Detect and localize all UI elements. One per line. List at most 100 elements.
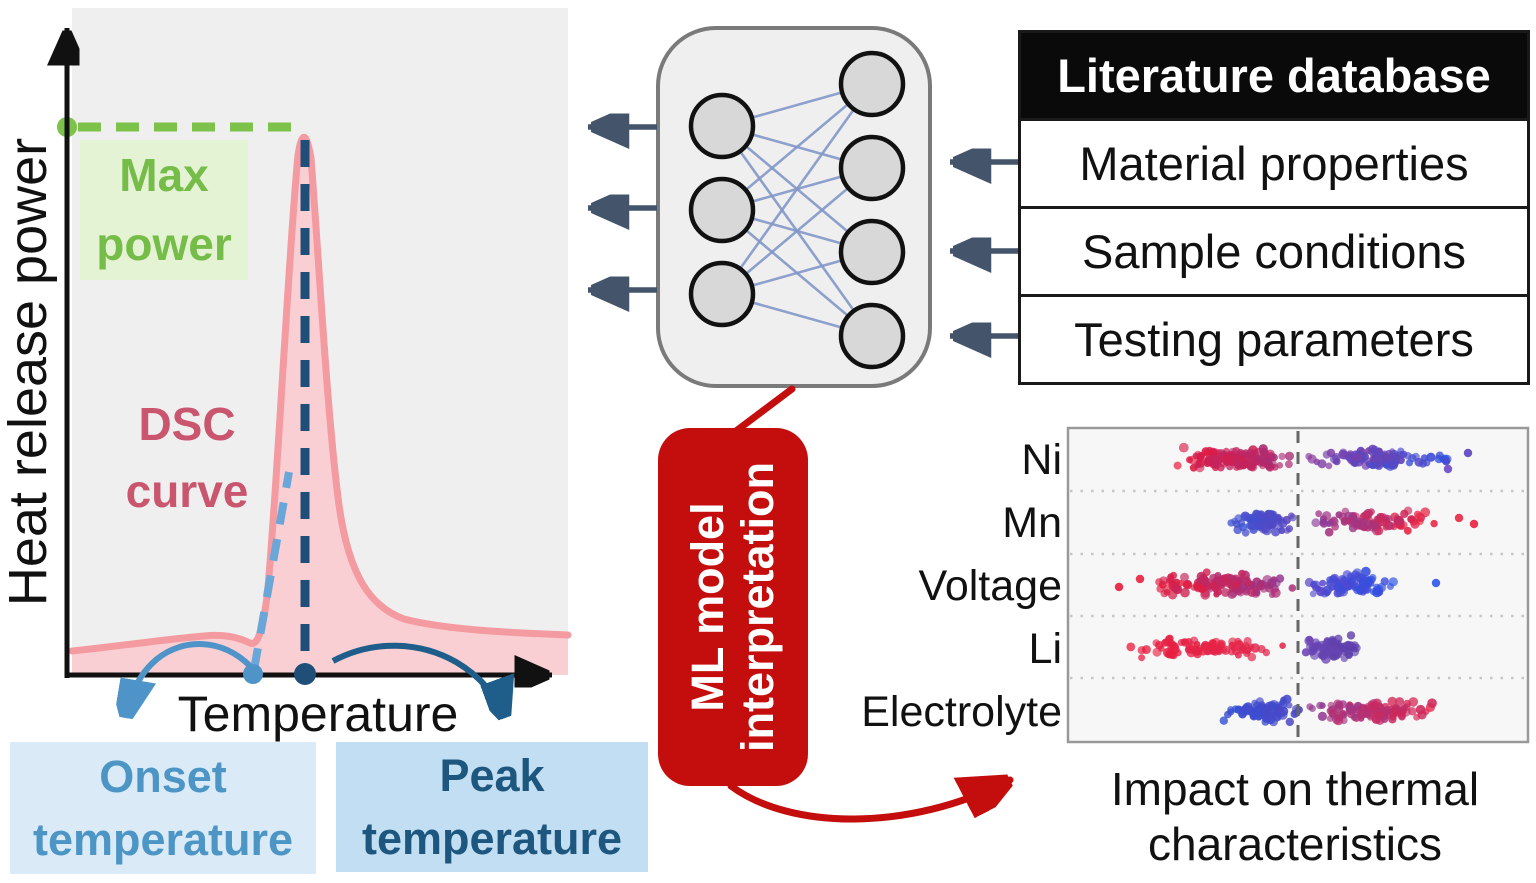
scatter-point xyxy=(1249,525,1258,534)
scatter-point xyxy=(1209,647,1218,656)
scatter-point xyxy=(1391,452,1401,462)
scatter-point xyxy=(1310,650,1320,660)
scatter-point xyxy=(1163,588,1171,596)
scatter-point xyxy=(1342,581,1350,589)
scatter-point xyxy=(1344,640,1352,648)
scatter-point xyxy=(1359,704,1367,713)
scatter-point xyxy=(1159,576,1168,585)
scatter-point xyxy=(1247,652,1257,662)
scatter-point xyxy=(1249,516,1258,524)
scatter-point xyxy=(1310,580,1318,589)
database-row-sample-conditions: Sample conditions xyxy=(1021,206,1527,294)
scatter-point xyxy=(1329,653,1337,660)
nn-node xyxy=(838,302,906,370)
scatter-point xyxy=(1233,520,1241,528)
scatter-point xyxy=(1276,706,1284,715)
scatter-point xyxy=(1243,702,1253,712)
scatter-point xyxy=(1319,579,1327,587)
scatter-point xyxy=(1173,461,1182,470)
scatter-point xyxy=(1301,648,1310,657)
scatter-point xyxy=(1347,580,1357,589)
scatter-point xyxy=(1285,717,1295,727)
ml-interpretation-box xyxy=(658,428,808,786)
scatter-point xyxy=(1357,520,1368,531)
scatter-point xyxy=(1427,698,1437,708)
scatter-point xyxy=(1217,449,1226,457)
scatter-point xyxy=(1380,715,1389,723)
scatter-point xyxy=(1341,507,1350,515)
scatter-point xyxy=(1317,711,1327,722)
scatter-point xyxy=(1397,710,1406,720)
scatter-point xyxy=(1276,462,1284,469)
scatter-point xyxy=(1469,519,1479,529)
scatter-point xyxy=(1327,701,1335,709)
scatter-point xyxy=(1388,577,1398,587)
scatter-point xyxy=(1374,461,1384,471)
scatter-point xyxy=(1238,709,1247,719)
scatter-point xyxy=(1231,580,1240,589)
scatter-point xyxy=(1369,462,1377,470)
scatter-point xyxy=(1266,582,1274,590)
ml-label-line1: ML model xyxy=(681,502,733,712)
scatter-point xyxy=(1232,447,1241,456)
scatter-point xyxy=(1306,642,1315,651)
mlbox-to-chart-arrow xyxy=(727,780,1010,823)
dsc-curve-fill xyxy=(72,137,568,676)
scatter-point xyxy=(1375,453,1383,462)
scatter-point xyxy=(1262,648,1271,657)
dsc-curve-stroke xyxy=(68,133,572,655)
scatter-point xyxy=(1208,639,1217,648)
scatter-point xyxy=(1197,452,1205,460)
scatter-point xyxy=(1346,516,1355,525)
scatter-point xyxy=(1316,586,1326,597)
scatter-point xyxy=(1285,451,1294,461)
onset-curved-arrow xyxy=(126,641,253,718)
scatter-point xyxy=(1167,641,1175,650)
feature-label-li: Li xyxy=(1028,625,1062,673)
scatter-point xyxy=(1305,452,1313,460)
scatter-point xyxy=(1338,449,1348,460)
scatter-point xyxy=(1190,636,1199,645)
scatter-point xyxy=(1380,577,1390,586)
scatter-point xyxy=(1227,647,1236,656)
scatter-point xyxy=(1403,526,1412,535)
scatter-point xyxy=(1442,457,1451,466)
scatter-point xyxy=(1288,584,1297,592)
scatter-point xyxy=(1415,512,1425,522)
scatter-point xyxy=(1463,448,1473,458)
scatter-point xyxy=(1325,462,1333,470)
scatter-point xyxy=(1233,525,1242,535)
scatter-point xyxy=(1221,646,1228,654)
scatter-point xyxy=(1389,713,1397,721)
scatter-point xyxy=(1266,514,1276,524)
onset-point xyxy=(243,664,263,684)
peak-point xyxy=(294,663,316,685)
database-title: Literature database xyxy=(1021,33,1527,118)
peak-line2: temperature xyxy=(361,813,623,864)
scatter-point xyxy=(1357,715,1365,722)
scatter-point xyxy=(1352,452,1362,462)
max-power-line1: Max xyxy=(119,149,209,201)
scatter-point xyxy=(1329,454,1340,464)
scatter-point xyxy=(1260,453,1270,463)
scatter-point xyxy=(1333,699,1343,709)
scatter-point xyxy=(1165,635,1173,643)
scatter-point xyxy=(1229,588,1238,598)
scatter-point xyxy=(1288,512,1295,519)
scatter-point xyxy=(1351,706,1360,716)
scatter-point xyxy=(1330,516,1338,524)
scatter-point xyxy=(1180,572,1189,582)
scatter-point xyxy=(1279,642,1286,649)
scatter-point xyxy=(1240,511,1251,522)
scatter-point xyxy=(1219,716,1229,725)
scatter-point xyxy=(1375,588,1384,596)
scatter-point xyxy=(1285,460,1293,469)
nn-link xyxy=(720,83,874,295)
scatter-point xyxy=(1252,589,1261,597)
scatter-point xyxy=(1177,579,1185,587)
scatter-point xyxy=(1239,455,1246,463)
onset-line1: Onset xyxy=(99,751,227,802)
scatter-point xyxy=(1317,459,1327,469)
scatter-point xyxy=(1382,706,1392,715)
